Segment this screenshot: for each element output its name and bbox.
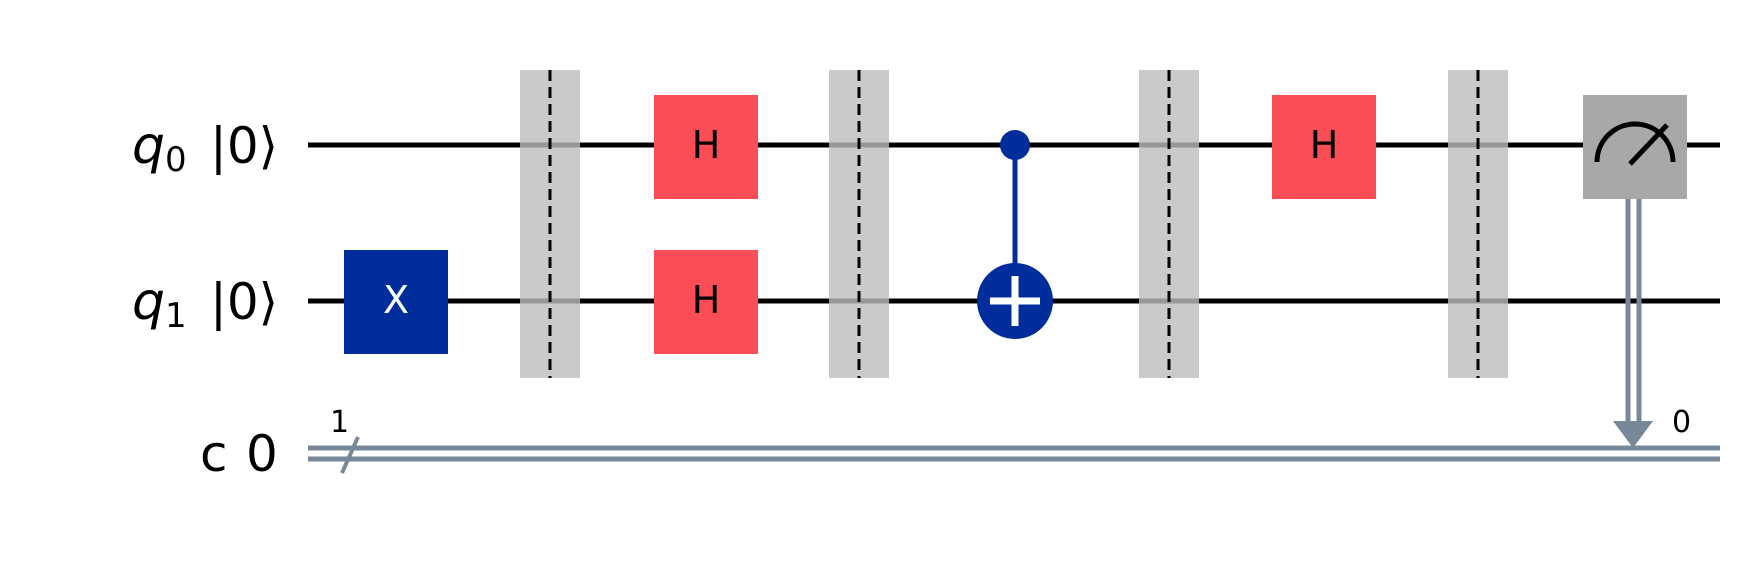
register-width-label: 1 <box>330 405 349 440</box>
meter-needle-icon <box>1628 123 1669 166</box>
h-gate-q1[interactable]: H <box>654 250 758 354</box>
register-width-slash <box>340 436 360 474</box>
target-plus-icon <box>977 263 1053 339</box>
barrier <box>520 70 580 378</box>
qubit-name: q <box>132 116 165 176</box>
measure-arrow <box>1613 199 1653 448</box>
measure-gate[interactable]: 0 <box>1583 95 1691 448</box>
cnot-gate[interactable] <box>977 130 1053 339</box>
qubit-name: q <box>132 272 165 332</box>
gate-label: H <box>1310 123 1339 167</box>
control-dot-icon <box>1000 130 1030 160</box>
gate-label: X <box>383 278 409 322</box>
gate-label: H <box>692 123 721 167</box>
gate-label: H <box>692 278 721 322</box>
measure-bit-label: 0 <box>1672 405 1691 440</box>
meter-icon <box>1594 121 1676 163</box>
classical-wire <box>308 445 1720 462</box>
qubit-label-q1: q 1 |0⟩ <box>132 272 278 336</box>
qubit-init-state: |0⟩ <box>210 117 278 175</box>
classical-index: 0 <box>246 425 278 483</box>
x-gate[interactable]: X <box>344 250 448 354</box>
qubit-init-state: |0⟩ <box>210 273 278 331</box>
h-gate-q0[interactable]: H <box>654 95 758 199</box>
qubit-index: 1 <box>165 296 187 336</box>
classical-name: c <box>200 425 228 483</box>
barrier <box>1139 70 1199 378</box>
barrier <box>829 70 889 378</box>
qubit-index: 0 <box>165 140 187 180</box>
barrier <box>1448 70 1508 378</box>
qubit-label-q0: q 0 |0⟩ <box>132 116 278 180</box>
classical-register-label: c 0 <box>200 425 278 483</box>
h-gate-q0[interactable]: H <box>1272 95 1376 199</box>
